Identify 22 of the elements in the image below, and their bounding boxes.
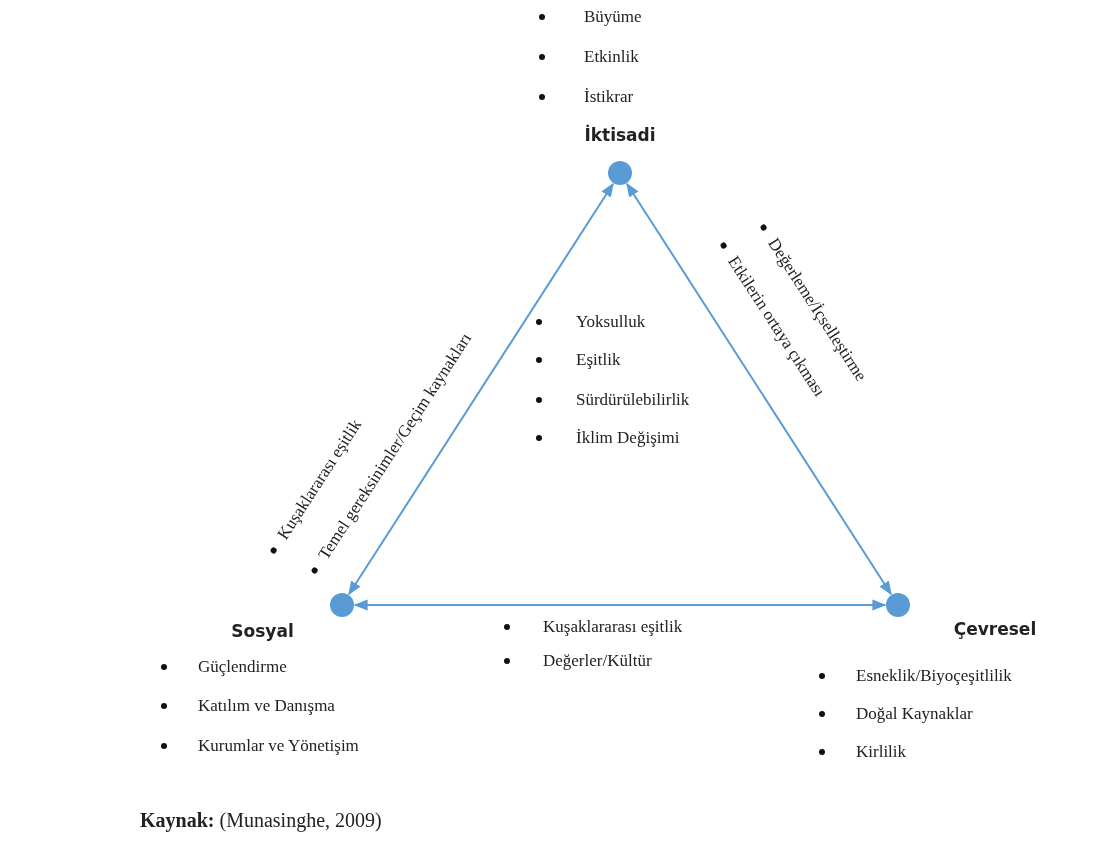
list-item-text: Yoksulluk (576, 312, 646, 332)
list-item-text: Esneklik/Biyoçeşitlilik (856, 666, 1012, 686)
node-heading: Çevresel (952, 618, 1038, 640)
list-item-text: Katılım ve Danışma (198, 696, 335, 716)
double-arrow (348, 182, 614, 596)
double-arrow (626, 182, 892, 596)
list-item-text: Eşitlik (576, 350, 621, 370)
list-item-text: Kuşaklararası eşitlik (543, 617, 683, 637)
list-item-text: Güçlendirme (198, 657, 287, 677)
list-item-text: Sürdürülebilirlik (576, 390, 690, 410)
list-item-text: Değerler/Kültür (543, 651, 652, 671)
list-item-text: Kurumlar ve Yönetişim (198, 736, 359, 756)
list-item-text: İstikrar (584, 87, 634, 107)
list-item-text: Büyüme (584, 7, 642, 27)
double-arrow (353, 599, 887, 611)
list-item-text: İklim Değişimi (576, 428, 680, 448)
node-heading: İktisadi (583, 124, 657, 146)
list-item-text: Kirlilik (856, 742, 907, 762)
list-item-text: Doğal Kaynaklar (856, 704, 973, 724)
node-heading: Sosyal (230, 620, 295, 642)
caption: Kaynak: (Munasinghe, 2009) (140, 808, 382, 832)
list-item-text: Etkinlik (584, 47, 639, 67)
